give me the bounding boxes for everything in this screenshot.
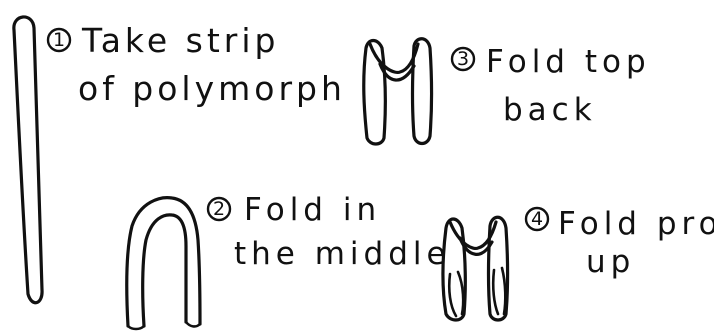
folded-strip-end-right [186,322,200,326]
folded-strip-inner [143,215,186,326]
step-4-line-1: Fold prongs [558,206,714,242]
step-1-illustration [14,17,42,303]
step-3-number: 3 [457,48,469,70]
right-prong [493,268,505,314]
step-1-caption: 1 Take strip of polymorph [48,21,346,108]
step-1-line-2: of polymorph [78,69,346,108]
step-3-line-2: back [503,92,597,128]
step-1-number: 1 [53,29,65,51]
step-4-caption: 4 Fold prongs up [526,206,714,280]
left-prong [449,272,463,316]
step-2-number: 2 [213,198,225,220]
step-3-line-1: Fold top [486,44,651,80]
step-3-caption: 3 Fold top back [452,44,651,128]
step-4-number: 4 [531,208,543,230]
step-4-line-2: up [586,244,635,280]
step-2-line-1: Fold in [244,192,381,228]
folded-strip-end-left [128,326,144,329]
step-2-line-2: the middle [234,236,451,272]
step-2-caption: 2 Fold in the middle [208,192,451,272]
step-3-illustration [364,39,432,144]
step-4-illustration [443,217,508,320]
step-2-illustration [127,198,200,329]
strip-outline [14,17,42,303]
step-1-line-1: Take strip [81,21,279,60]
